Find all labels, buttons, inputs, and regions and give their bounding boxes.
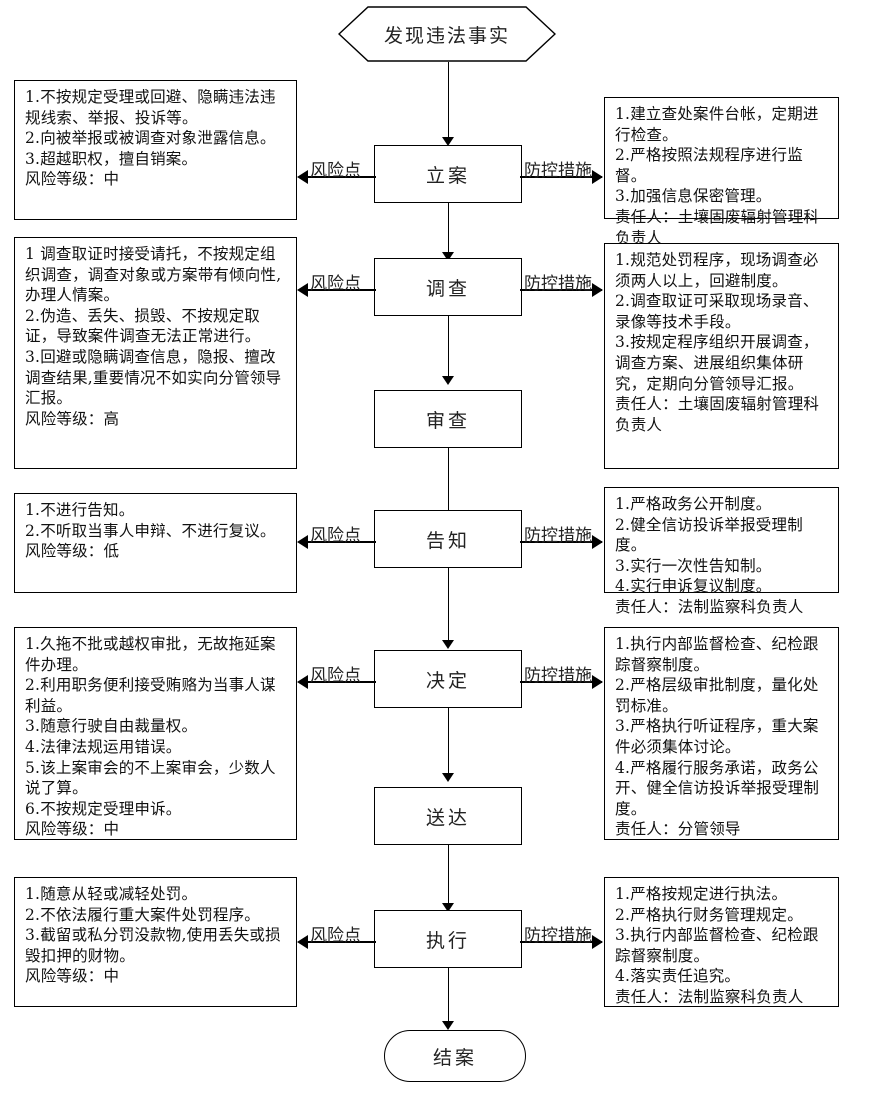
connector-label-control-zhixing: 防控措施 bbox=[524, 926, 592, 946]
process-node-zhixing-label: 执行 bbox=[425, 929, 470, 952]
connector-label-risk-jueding: 风险点 bbox=[310, 666, 361, 686]
arrowhead-right-diaocha bbox=[592, 283, 603, 297]
connector-start-to-liaan bbox=[448, 62, 449, 140]
connector-label-control-diaocha: 防控措施 bbox=[524, 274, 592, 294]
connector-label-risk-liaan: 风险点 bbox=[310, 161, 361, 181]
arrowhead-left-zhixing bbox=[297, 935, 308, 949]
connector-gaozhi-to-jueding bbox=[448, 568, 449, 643]
process-node-jueding[interactable]: 决定 bbox=[374, 650, 522, 708]
arrowhead-right-zhixing bbox=[592, 935, 603, 949]
control-panel-jueding: 1.执行内部监督检查、纪检跟踪督察制度。 2.严格层级审批制度，量化处罚标准。 … bbox=[604, 627, 839, 840]
arrow-right-liaan bbox=[520, 176, 602, 178]
start-node-label: 发现违法事实 bbox=[383, 24, 510, 47]
arrowhead-down-1 bbox=[442, 137, 454, 146]
end-node-label: 结案 bbox=[432, 1046, 477, 1069]
process-node-gaozhi[interactable]: 告知 bbox=[374, 510, 522, 568]
connector-jueding-to-songda bbox=[448, 708, 449, 776]
process-node-liaan[interactable]: 立案 bbox=[374, 145, 522, 203]
end-node-terminal: 结案 bbox=[384, 1030, 526, 1082]
connector-label-risk-zhixing: 风险点 bbox=[310, 926, 361, 946]
arrowhead-left-diaocha bbox=[297, 283, 308, 297]
arrow-right-diaocha bbox=[520, 289, 602, 291]
risk-panel-zhixing: 1.随意从轻或减轻处罚。 2.不依法履行重大案件处罚程序。 3.截留或私分罚没款… bbox=[14, 877, 297, 1007]
connector-diaocha-to-shencha bbox=[448, 316, 449, 379]
arrowhead-down-7 bbox=[442, 903, 454, 912]
process-node-shencha[interactable]: 审查 bbox=[374, 390, 522, 448]
process-node-zhixing[interactable]: 执行 bbox=[374, 910, 522, 968]
arrow-right-zhixing bbox=[520, 941, 602, 943]
arrowhead-down-6 bbox=[442, 773, 454, 782]
arrow-left-zhixing bbox=[308, 941, 376, 943]
arrow-left-jueding bbox=[308, 681, 376, 683]
process-node-gaozhi-label: 告知 bbox=[425, 529, 470, 552]
hexagon-shape bbox=[338, 6, 556, 62]
control-panel-diaocha: 1.规范处罚程序，现场调查必须两人以上，回避制度。 2.调查取证可采取现场录音、… bbox=[604, 243, 839, 469]
connector-label-control-gaozhi: 防控措施 bbox=[524, 526, 592, 546]
start-node-hexagon: 发现违法事实 bbox=[338, 6, 556, 62]
control-panel-zhixing: 1.严格按规定进行执法。 2.严格执行财务管理规定。 3.执行内部监督检查、纪检… bbox=[604, 877, 839, 1007]
process-node-diaocha-label: 调查 bbox=[425, 277, 470, 300]
connector-label-control-jueding: 防控措施 bbox=[524, 666, 592, 686]
arrowhead-left-gaozhi bbox=[297, 535, 308, 549]
arrowhead-left-jueding bbox=[297, 675, 308, 689]
arrowhead-right-jueding bbox=[592, 675, 603, 689]
connector-label-risk-diaocha: 风险点 bbox=[310, 274, 361, 294]
risk-panel-liaan: 1.不按规定受理或回避、隐瞒违法违规线索、举报、投诉等。 2.向被举报或被调查对… bbox=[14, 80, 297, 220]
arrowhead-down-5 bbox=[442, 640, 454, 649]
control-panel-gaozhi: 1.严格政务公开制度。 2.健全信访投诉举报受理制度。 3.实行一次性告知制。 … bbox=[604, 487, 839, 616]
arrowhead-right-gaozhi bbox=[592, 535, 603, 549]
connector-zhixing-to-end bbox=[448, 968, 449, 1024]
arrowhead-down-3 bbox=[442, 376, 454, 385]
arrowhead-down-2 bbox=[442, 252, 454, 261]
risk-panel-diaocha: 1 调查取证时接受请托，不按规定组织调查，调查对象或方案带有倾向性,办理人情案。… bbox=[14, 237, 297, 469]
arrowhead-left-liaan bbox=[297, 170, 308, 184]
process-node-shencha-label: 审查 bbox=[425, 409, 470, 432]
process-node-songda-label: 送达 bbox=[425, 806, 470, 829]
control-panel-liaan: 1.建立查处案件台帐，定期进行检查。 2.严格按照法规程序进行监督。 3.加强信… bbox=[604, 97, 839, 247]
arrow-right-gaozhi bbox=[520, 541, 602, 543]
arrow-left-gaozhi bbox=[308, 541, 376, 543]
arrowhead-down-8 bbox=[442, 1021, 454, 1030]
process-node-jueding-label: 决定 bbox=[425, 669, 470, 692]
connector-liaan-to-diaocha bbox=[448, 203, 449, 255]
arrow-left-liaan bbox=[308, 176, 376, 178]
arrowhead-right-liaan bbox=[592, 170, 603, 184]
connector-label-risk-gaozhi: 风险点 bbox=[310, 526, 361, 546]
process-node-songda[interactable]: 送达 bbox=[374, 787, 522, 845]
arrow-right-jueding bbox=[520, 681, 602, 683]
risk-panel-gaozhi: 1.不进行告知。 2.不听取当事人申辩、不进行复议。 风险等级：低 bbox=[14, 493, 297, 593]
connector-songda-to-zhixing bbox=[448, 845, 449, 906]
connector-label-control-liaan: 防控措施 bbox=[524, 161, 592, 181]
arrow-left-diaocha bbox=[308, 289, 376, 291]
connector-shencha-to-gaozhi bbox=[448, 448, 449, 515]
risk-panel-jueding: 1.久拖不批或越权审批，无故拖延案件办理。 2.利用职务便利接受贿赂为当事人谋利… bbox=[14, 627, 297, 840]
process-node-diaocha[interactable]: 调查 bbox=[374, 258, 522, 316]
process-node-liaan-label: 立案 bbox=[425, 164, 470, 187]
